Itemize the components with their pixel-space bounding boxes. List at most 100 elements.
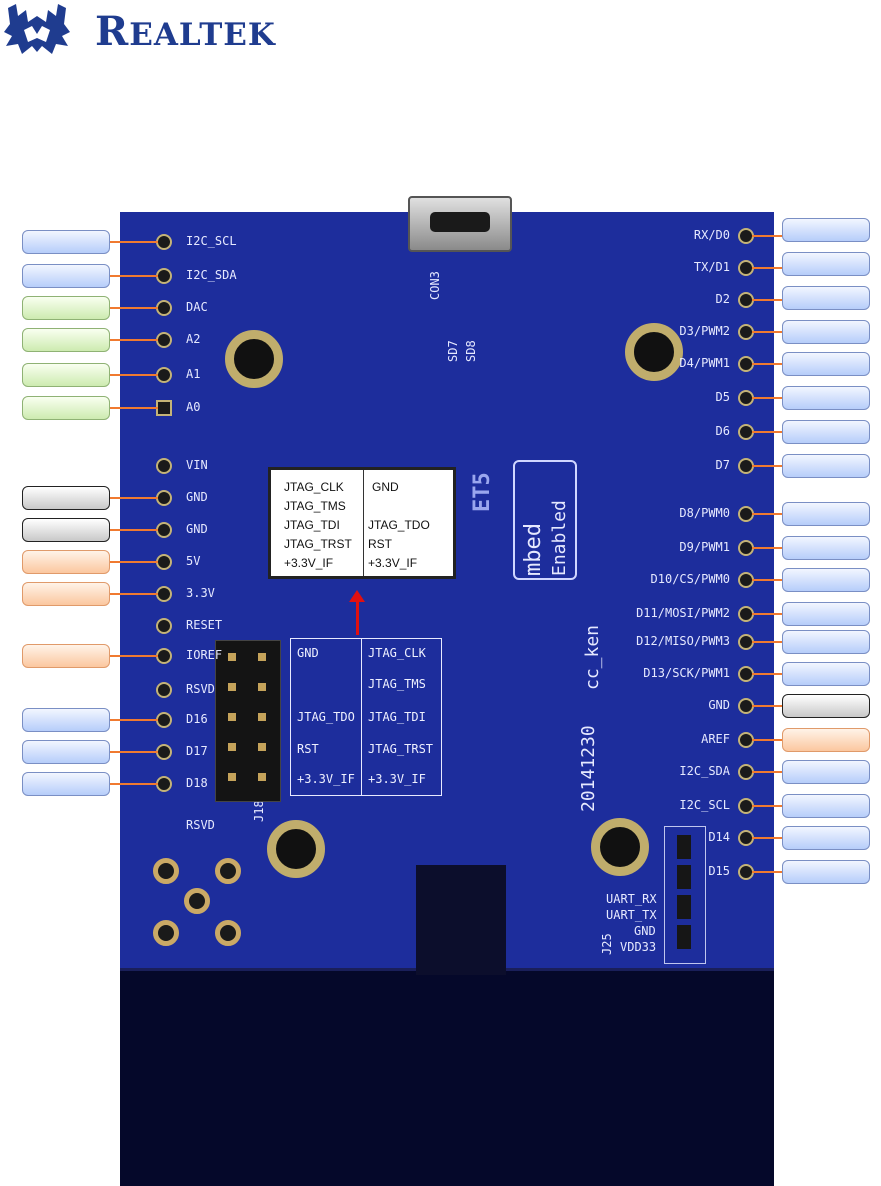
jtag-callout-left: JTAG_CLK <box>284 480 344 494</box>
jtag-silk-right: +3.3V_IF <box>368 772 426 786</box>
right-pin-label: TX/D1 <box>693 260 730 274</box>
pad <box>215 858 241 884</box>
j18-header <box>215 640 281 802</box>
right-pin-label: GND <box>708 698 730 712</box>
header-pin <box>156 400 172 416</box>
right-pin-label: D15 <box>708 864 730 878</box>
callout-line <box>752 579 782 581</box>
jtag-callout-left: JTAG_TMS <box>284 499 346 513</box>
lcd-panel <box>120 968 774 1186</box>
left-pin-label: I2C_SCL <box>186 234 237 248</box>
left-pin-label: A0 <box>186 400 201 414</box>
realtek-crab-icon <box>4 4 70 54</box>
right-pin-label: RX/D0 <box>693 228 730 242</box>
header-pin <box>156 554 172 570</box>
left-pin-label: VIN <box>186 458 208 472</box>
pin-tag <box>782 286 870 310</box>
logo-first-letter: R <box>95 8 130 55</box>
pin-tag <box>22 396 110 420</box>
j18-pin <box>258 653 266 661</box>
left-pin-label: A2 <box>186 332 201 346</box>
callout-line <box>110 407 158 409</box>
mounting-hole-top-right <box>625 323 683 381</box>
pin-tag <box>22 644 110 668</box>
callout-line <box>752 431 782 433</box>
right-pin-label: I2C_SCL <box>679 798 730 812</box>
jtag-silk-left: JTAG_TDO <box>297 710 355 724</box>
right-pin-label: D10/CS/PWM0 <box>650 572 730 586</box>
callout-line <box>752 547 782 549</box>
pin-tag <box>782 352 870 376</box>
callout-line <box>752 805 782 807</box>
callout-line <box>752 363 782 365</box>
callout-line <box>110 241 158 243</box>
pin-tag <box>782 728 870 752</box>
jtag-callout-right: GND <box>372 480 399 494</box>
right-pin-label: D5 <box>715 390 730 404</box>
j18-pin <box>228 683 236 691</box>
right-pin-label: D8/PWM0 <box>679 506 730 520</box>
j18-pin <box>228 773 236 781</box>
pin-tag <box>782 536 870 560</box>
header-pin <box>156 490 172 506</box>
pin-tag <box>22 708 110 732</box>
pin-tag <box>22 550 110 574</box>
j25-header <box>664 826 706 964</box>
jtag-callout-left: JTAG_TRST <box>284 537 352 551</box>
jtag-silk-right: JTAG_TRST <box>368 742 434 756</box>
pin-tag <box>782 760 870 784</box>
right-pin-label: D4/PWM1 <box>679 356 730 370</box>
callout-line <box>752 331 782 333</box>
callout-line <box>110 497 158 499</box>
right-pin-label: D12/MISO/PWM3 <box>636 634 730 648</box>
left-pin-label: RSVD <box>186 682 215 696</box>
left-pin-label: D17 <box>186 744 208 758</box>
right-pin-label: D13/SCK/PWM1 <box>643 666 730 680</box>
header-pin <box>156 234 172 250</box>
silk-et5: ET5 <box>470 472 495 512</box>
pad <box>215 920 241 946</box>
pin-tag <box>22 582 110 606</box>
pin-tag <box>782 420 870 444</box>
header-pin <box>156 712 172 728</box>
right-pin-label: I2C_SDA <box>679 764 730 778</box>
header-pin <box>156 682 172 698</box>
silk-enabled: Enabled <box>549 500 570 576</box>
jtag-callout <box>268 467 456 579</box>
left-pin-label: DAC <box>186 300 208 314</box>
pin-tag <box>782 602 870 626</box>
callout-line <box>110 719 158 721</box>
silk-uart-rx: UART_RX <box>606 892 657 906</box>
header-pin <box>156 744 172 760</box>
pin-tag <box>782 218 870 242</box>
silk-gnd: GND <box>634 924 656 938</box>
pin-tag <box>782 502 870 526</box>
callout-line <box>752 397 782 399</box>
pin-tag <box>22 328 110 352</box>
header-pin <box>156 776 172 792</box>
pin-tag <box>782 794 870 818</box>
jtag-callout-right: JTAG_TDO <box>368 518 430 532</box>
left-pin-label: D18 <box>186 776 208 790</box>
header-pin <box>156 522 172 538</box>
callout-line <box>752 513 782 515</box>
right-pin-label: D3/PWM2 <box>679 324 730 338</box>
callout-line <box>110 783 158 785</box>
pin-tag <box>22 296 110 320</box>
arrow-up-icon <box>349 590 365 602</box>
silk-sd7: SD7 <box>446 340 460 362</box>
header-pin <box>156 648 172 664</box>
callout-line <box>752 613 782 615</box>
left-pin-label: I2C_SDA <box>186 268 237 282</box>
header-pin <box>156 367 172 383</box>
callout-line <box>110 339 158 341</box>
jtag-silk-right: JTAG_CLK <box>368 646 426 660</box>
pin-tag <box>782 252 870 276</box>
left-pin-label: GND <box>186 490 208 504</box>
pin-tag <box>782 826 870 850</box>
chip <box>416 865 506 975</box>
jtag-callout-left: JTAG_TDI <box>284 518 340 532</box>
right-pin-label: AREF <box>701 732 730 746</box>
j18-pin <box>258 683 266 691</box>
pin-tag <box>782 630 870 654</box>
